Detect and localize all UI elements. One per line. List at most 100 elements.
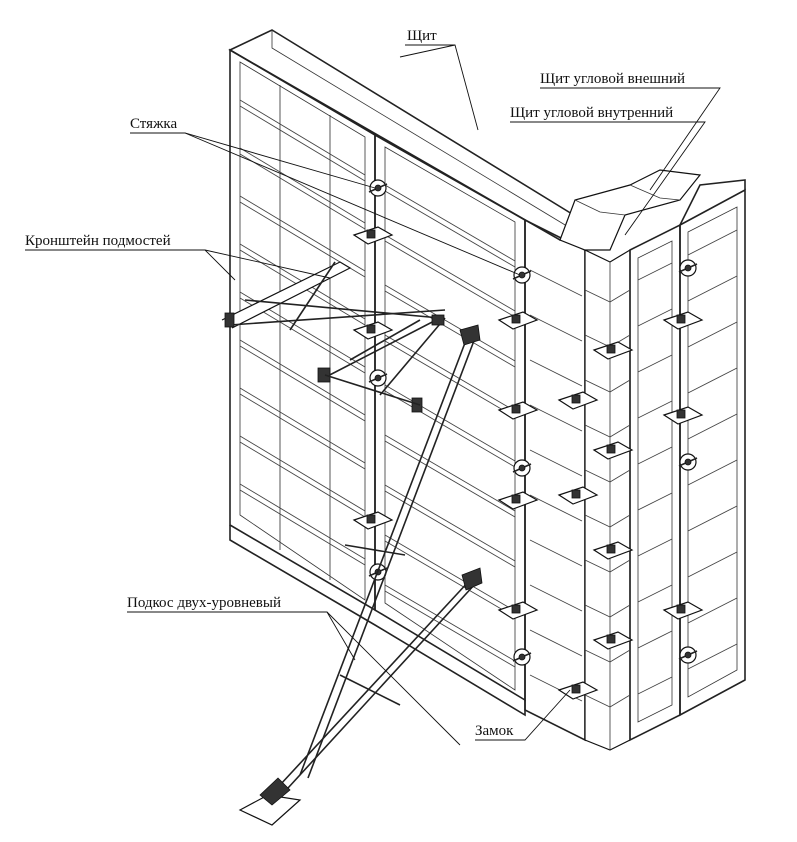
panel-rib [239, 435, 366, 512]
label-panel: Щит [407, 28, 437, 44]
panel-rib [384, 434, 516, 512]
scaffold-bracket [221, 261, 446, 413]
panel-rib [687, 413, 738, 440]
clamp-wedge [606, 344, 616, 354]
panel-rib [384, 584, 516, 662]
corner-rib [529, 539, 583, 567]
corner-rib [584, 379, 631, 393]
callout-labels: Щит Щит угловой внешний Щит угловой внут… [25, 28, 685, 739]
panel-rib [384, 490, 516, 568]
panel-rib [384, 534, 516, 612]
label-inner-corner: Щит угловой внутренний [510, 105, 673, 121]
panel-rib [384, 440, 516, 518]
clamp-wedge [571, 684, 581, 694]
panel-rib [637, 354, 673, 373]
tie-rod [518, 653, 526, 661]
corner-rib [529, 314, 583, 342]
label-bracket: Кронштейн подмостей [25, 233, 171, 249]
panel-rib [687, 321, 738, 348]
corner-panels [524, 169, 702, 751]
right-panel-2 [679, 188, 746, 717]
corner-rib [584, 559, 631, 573]
panel-rib [384, 540, 516, 618]
panel-rib [384, 590, 516, 668]
panel-rib [687, 275, 738, 302]
panel-rib [637, 262, 673, 281]
corner-rib [584, 289, 631, 303]
panel-rib [239, 489, 366, 566]
panel-rib [239, 441, 366, 518]
panel-rib [384, 184, 516, 262]
clamp-wedge [571, 394, 581, 404]
panel-rib [687, 367, 738, 394]
panel-rib [637, 400, 673, 419]
right-panel-1 [629, 223, 681, 742]
corner-rib [584, 469, 631, 483]
clamp-wedge [676, 314, 686, 324]
clamp-wedge [511, 494, 521, 504]
left-wall-ribs [239, 85, 516, 668]
clamp-wedge [676, 604, 686, 614]
panel-rib [384, 190, 516, 268]
corner-rib [584, 649, 631, 663]
tie-rod [374, 374, 382, 382]
panel-rib [687, 229, 738, 256]
clamps [352, 226, 704, 700]
panel-rib [239, 387, 366, 464]
panel-rib [239, 99, 366, 176]
label-brace: Подкос двух-уровневый [127, 595, 281, 611]
inner-corner-column [584, 248, 631, 751]
left-panel-2 [374, 133, 526, 702]
tie-rod [518, 464, 526, 472]
clamp-wedge [676, 409, 686, 419]
right-wall [629, 179, 746, 742]
corner-rib [529, 269, 583, 297]
panel-rib [687, 459, 738, 486]
panel-rib [239, 393, 366, 470]
inner-corner-panel [524, 218, 586, 742]
left-wall-top-edge [228, 29, 592, 241]
label-clamp: Замок [475, 723, 514, 739]
right-wall-ribs [637, 229, 738, 695]
brace-mid-hinge [461, 567, 483, 591]
panel-rib [384, 234, 516, 312]
corner-rib [584, 604, 631, 618]
panel-rib [384, 340, 516, 418]
corner-rib [529, 359, 583, 387]
clamp-wedge [606, 544, 616, 554]
corner-rib [584, 514, 631, 528]
panel-rib [637, 538, 673, 557]
panel-rib [637, 676, 673, 695]
clamp-wedge [511, 314, 521, 324]
leader-lines [25, 44, 721, 746]
panel-rib [384, 390, 516, 468]
corner-rib [529, 584, 583, 612]
panel-rib [384, 284, 516, 362]
panel-rib [239, 483, 366, 560]
brace-base-plate [238, 794, 302, 826]
brace-top-hinge [459, 324, 481, 346]
tie-rod [684, 264, 692, 272]
corner-rib [529, 494, 583, 522]
clamp-wedge [511, 404, 521, 414]
panel-rib [384, 334, 516, 412]
label-outer-corner: Щит угловой внешний [540, 71, 685, 87]
corner-rib [529, 629, 583, 657]
clamp-wedge [571, 489, 581, 499]
panel-rib [637, 308, 673, 327]
label-tie: Стяжка [130, 116, 177, 132]
two-level-brace [238, 324, 483, 826]
clamp-wedge [511, 604, 521, 614]
panel-rib [384, 240, 516, 318]
clamp-wedge [606, 634, 616, 644]
panel-rib [384, 290, 516, 368]
corner-rib [584, 424, 631, 438]
panel-rib [239, 153, 366, 230]
panel-rib [239, 195, 366, 272]
panel-rib [239, 345, 366, 422]
panel-rib [637, 446, 673, 465]
panel-rib [239, 147, 366, 224]
panel-rib [384, 384, 516, 462]
panel-rib [687, 551, 738, 578]
